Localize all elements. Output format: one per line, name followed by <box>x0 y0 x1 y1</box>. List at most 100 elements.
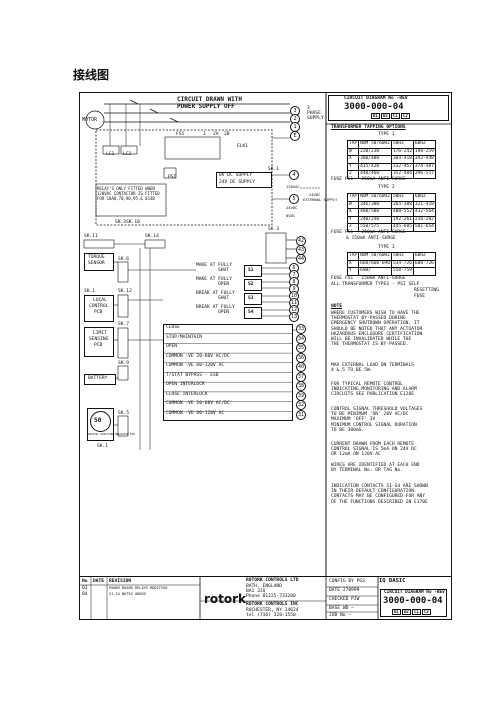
table-cell: Z <box>346 170 360 179</box>
table-cell: 192-261 <box>390 215 414 224</box>
switch-name: S3 <box>248 296 254 301</box>
circuit-diagram-number-bottom: 3000-000-04 <box>383 596 443 606</box>
table-header-cell: 50HZ <box>390 252 414 261</box>
terminal-37: 37 <box>296 371 306 382</box>
switch-label: MAKE AT FULLY <box>196 263 232 268</box>
sheet-tab: B2 <box>381 113 390 119</box>
switch-label: BREAK AT FULLY <box>196 305 235 310</box>
control-row-label: COMMON -VE 20-60V AC/DC <box>166 353 230 359</box>
volt-120vac: 120VAC <box>286 184 300 189</box>
sk7-label: SK.7 <box>118 322 130 327</box>
battery-label: BATTERY <box>88 376 108 381</box>
note-1: WHERE CUSTOMERS WISH TO HAVE THE THERMOS… <box>331 311 423 348</box>
position-dial-icon <box>90 411 111 432</box>
transformer-icon <box>164 136 221 160</box>
terminal-33: 33 <box>296 324 306 334</box>
switch-contact-box <box>244 279 262 291</box>
table-header-cell: NOM 50/60HZ <box>358 193 392 202</box>
lc1-coil-icon <box>102 145 120 155</box>
sk9-connector <box>117 365 129 381</box>
circuit-title-2: POWER SUPPLY OFF <box>177 103 235 110</box>
table-cell <box>412 267 436 276</box>
table-cell: 380/400 <box>358 155 392 164</box>
iq-basic: IQ BASIC <box>379 578 406 584</box>
contactor-contact-icon <box>129 99 139 105</box>
relay-note-3: FOR 10A0,70,90,95,& 014B <box>97 196 155 201</box>
table-cell: Y <box>346 162 360 171</box>
table-cell: 198-259 <box>412 147 436 156</box>
limit-label-2: SENSING <box>89 337 109 342</box>
ext-24vdc: 24VDC <box>309 192 321 197</box>
revision-header: REVISION <box>109 579 132 584</box>
switch-label-state: OPEN <box>218 282 230 287</box>
volt-24vdc: 24VDC <box>286 205 298 210</box>
motor-icon <box>85 110 105 130</box>
control-signal-block <box>163 324 293 421</box>
local-control-box <box>84 295 114 322</box>
control-row-label: STOP/MAINTAIN <box>166 334 202 340</box>
type3-fuse-3: RESETTING <box>414 288 439 293</box>
table-header-cell: 60HZ <box>412 193 436 202</box>
torque-label-1: TORQUE <box>88 255 105 260</box>
circuit-diagram-label-top: CIRCUIT DIAGRAM No -REV <box>344 96 408 101</box>
circuit-diagram-box-bottom <box>380 589 447 617</box>
table-cell: W <box>346 200 360 209</box>
sk9-label: SK.9 <box>118 361 130 366</box>
control-row-label: COMMON -VE 60-120V AC <box>166 410 225 416</box>
type2-label: TYPE 2 <box>378 185 395 190</box>
table-header-cell: NOM 50/60HZ <box>358 252 392 261</box>
control-row-label: CLOSE <box>166 325 180 330</box>
contactor-contact-icon <box>149 108 159 114</box>
relay-note-1: RELAY'S ONLY FITTED WHEN <box>97 186 155 191</box>
terminal-31: 31 <box>296 409 306 420</box>
phase-supply-3: SUPPLY <box>307 116 324 121</box>
table-header-cell: TAP <box>346 252 360 261</box>
rotork-uk-3: BA1 3JQ <box>246 589 266 594</box>
motor-label: MOTOR <box>82 117 98 123</box>
fuse-1-label: 1 <box>203 132 206 137</box>
sk11-label: SK.11 <box>84 234 98 239</box>
switch-name: S4 <box>248 310 254 315</box>
terminal-40: 40 <box>296 362 306 372</box>
volt-0vdc: 0VDC <box>286 213 296 218</box>
revision-header: DATE <box>93 579 105 584</box>
sk6-label: SK.6 <box>118 257 130 262</box>
switch-label-state: OPEN <box>218 310 230 315</box>
switch-contact-box <box>244 265 262 277</box>
sk5-connector <box>117 415 129 437</box>
table-header-cell: 50HZ <box>390 140 414 149</box>
control-row-label: T/STAT BYPASS - ESD <box>166 372 219 378</box>
page-heading: 接线图 <box>73 68 110 82</box>
position-value: 50 <box>94 417 102 424</box>
rotork-logo: rotork <box>204 592 247 606</box>
type1-fuse: FUSE FS1 - 250mA ANTI-SURGE <box>331 177 406 182</box>
table-cell: 176-242 <box>390 147 414 156</box>
table-cell: 600-726 <box>412 259 436 268</box>
table-cell: 660/660-690 <box>358 259 392 268</box>
table-header-cell: NOM 50/60HZ <box>358 140 392 149</box>
relay-note-2: 120VAC CONTACTOR IS FITTED <box>97 191 160 196</box>
position-indicator-label: DIGITAL POSITION INDICATOR PCB <box>88 433 135 436</box>
terminal-4: 4 <box>289 170 299 180</box>
table-cell: 400-552 <box>390 208 414 217</box>
sheet-tab: B2 <box>402 609 411 615</box>
control-row-label: OPEN INTERLOCK <box>166 382 205 387</box>
terminal-35: 35 <box>296 343 306 353</box>
table-cell: X <box>346 155 360 164</box>
terminal-5: 5 <box>289 194 299 204</box>
switch-contact-box <box>244 293 262 305</box>
lc2-label: LC2 <box>123 152 132 157</box>
sk3-sk10-label: SK.3SK.10 <box>115 220 140 225</box>
lc1-label: LC1 <box>106 152 115 157</box>
table-cell: 321-419 <box>412 200 436 209</box>
table-cell: 374-487 <box>412 162 436 171</box>
rotork-uk-1: ROTORK CONTROLS LTD <box>246 578 299 583</box>
control-row-label: CLOSE INTERLOCK <box>166 391 208 397</box>
power-board-outline <box>95 129 273 226</box>
